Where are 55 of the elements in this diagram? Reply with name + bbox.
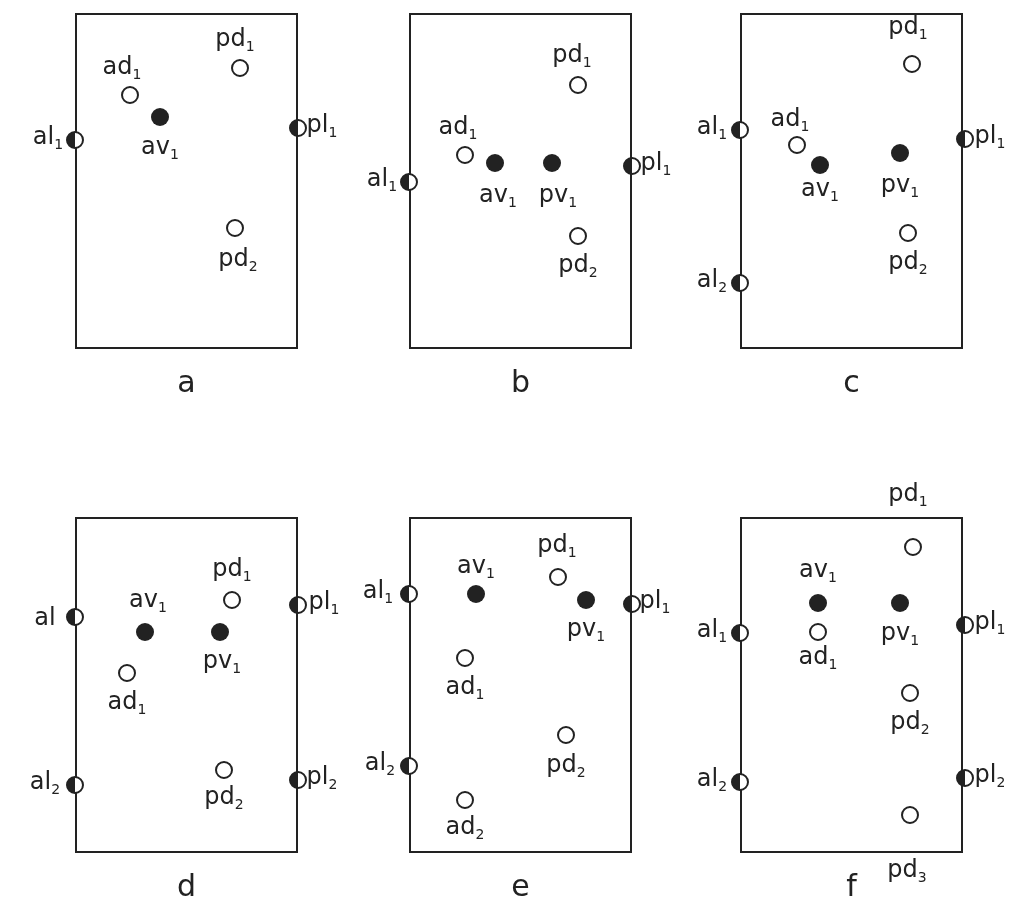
- panel-caption: f: [846, 869, 857, 903]
- point-label: ad$_{1}$: [770, 104, 810, 137]
- point-label: ad$_{1}$: [798, 642, 838, 675]
- panel-caption: d: [177, 869, 196, 903]
- point-label: av$_{1}$: [129, 585, 167, 618]
- point-label: pl$_{1}$: [640, 148, 672, 181]
- point-label: pd$_{1}$: [552, 40, 592, 73]
- point-label: pd$_{2}$: [218, 244, 258, 277]
- point-label: pd$_{3}$: [887, 855, 927, 888]
- point-label: al$_{1}$: [32, 122, 64, 155]
- point-label: pd$_{2}$: [890, 707, 930, 740]
- point-label: pv$_{1}$: [880, 170, 920, 203]
- point-label: pl$_{1}$: [308, 587, 340, 620]
- point-label: pl$_{2}$: [306, 762, 338, 795]
- point-label: pv$_{1}$: [202, 646, 242, 679]
- point-label: pd$_{1}$: [888, 12, 928, 45]
- point-label: av$_{1}$: [801, 174, 839, 207]
- point-label: al$_{2}$: [696, 265, 728, 298]
- point-label: pl$_{1}$: [974, 121, 1006, 154]
- point-label: pv$_{1}$: [880, 618, 920, 651]
- point-label: al$_{1}$: [366, 164, 398, 197]
- point-label: av$_{1}$: [799, 555, 837, 588]
- point-label: pl$_{1}$: [639, 586, 671, 619]
- point-label: pv$_{1}$: [566, 614, 606, 647]
- point-label: al$_{2}$: [364, 748, 396, 781]
- point-label: av$_{1}$: [457, 551, 495, 584]
- point-label: ad$_{2}$: [445, 812, 485, 845]
- panel-caption: a: [177, 365, 196, 399]
- panel-caption: c: [843, 365, 860, 399]
- point-label: al: [34, 604, 56, 630]
- point-label: al$_{1}$: [696, 112, 728, 145]
- panel-caption: b: [511, 365, 530, 399]
- point-label: pd$_{1}$: [212, 554, 252, 587]
- point-label: ad$_{1}$: [107, 687, 147, 720]
- point-label: pd$_{1}$: [537, 530, 577, 563]
- point-label: av$_{1}$: [479, 180, 517, 213]
- point-label: pd$_{1}$: [888, 479, 928, 512]
- point-label: pd$_{2}$: [204, 782, 244, 815]
- point-label: pv$_{1}$: [538, 180, 578, 213]
- point-label: pd$_{2}$: [888, 247, 928, 280]
- point-label: pd$_{2}$: [558, 250, 598, 283]
- point-label: ad$_{1}$: [438, 112, 478, 145]
- point-label: al$_{2}$: [696, 764, 728, 797]
- point-label: ad$_{1}$: [102, 52, 142, 85]
- point-label: av$_{1}$: [141, 132, 179, 165]
- point-label: pd$_{1}$: [215, 24, 255, 57]
- panel-caption: e: [511, 869, 530, 903]
- point-label: ad$_{1}$: [445, 672, 485, 705]
- point-label: al$_{2}$: [29, 767, 61, 800]
- point-label: pl$_{1}$: [306, 110, 338, 143]
- point-label: pd$_{2}$: [546, 750, 586, 783]
- point-label: al$_{1}$: [362, 576, 394, 609]
- point-label: pl$_{1}$: [974, 607, 1006, 640]
- point-label: pl$_{2}$: [974, 760, 1006, 793]
- point-label: al$_{1}$: [696, 615, 728, 648]
